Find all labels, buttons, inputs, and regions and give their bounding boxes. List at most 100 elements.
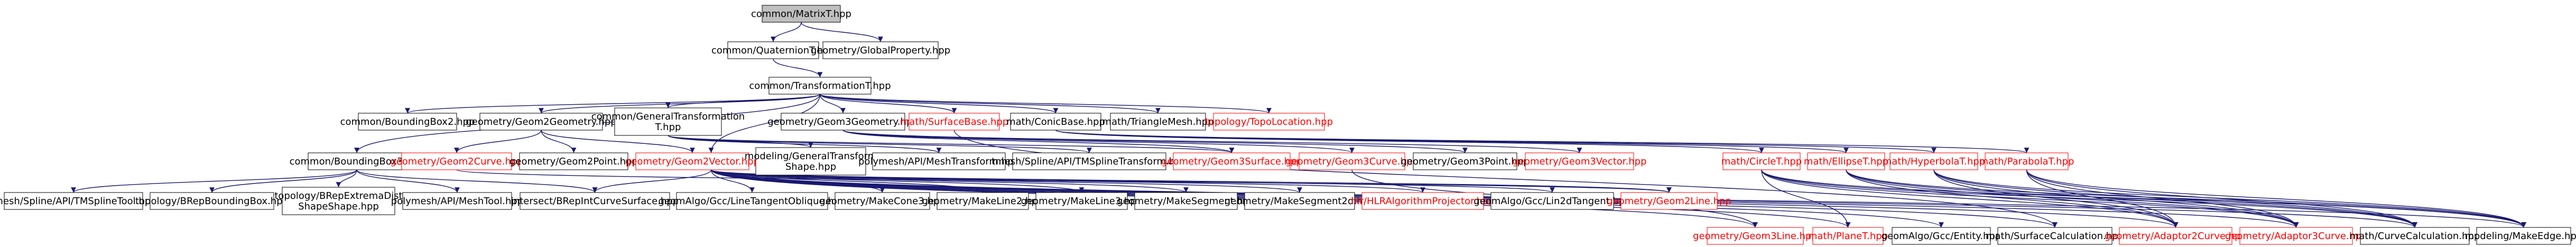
edge-transformationT-to-conicBase <box>819 94 1059 114</box>
edge-transformationT-to-surfaceBase <box>819 94 957 114</box>
edge-matrixT-to-globalProperty <box>801 22 883 42</box>
node-geom2Vector[interactable]: geometry/Geom2Vector.hpp <box>625 152 759 170</box>
node-geom3Point[interactable]: geometry/Geom3Point.hpp <box>1401 152 1530 170</box>
node-box <box>1299 152 1405 170</box>
edge-conicBase-to-parabolaT <box>1055 130 2029 153</box>
node-circleT[interactable]: math/CircleT.hpp <box>1721 152 1802 170</box>
node-quaternionT[interactable]: common/QuaternionT.hpp <box>711 41 835 59</box>
node-globalProperty[interactable]: geometry/GlobalProperty.hpp <box>811 41 950 59</box>
node-box <box>1244 192 1355 210</box>
node-box <box>1707 227 1804 245</box>
node-box <box>1134 192 1238 210</box>
node-brepBoundingBox[interactable]: topology/BRepBoundingBox.hpp <box>135 192 289 210</box>
node-surfaceCalculation[interactable]: math/SurfaceCalculation.hpp <box>1986 227 2124 245</box>
node-geom3Line[interactable]: geometry/Geom3Line.hpp <box>1693 227 1818 245</box>
node-geom2Point[interactable]: geometry/Geom2Point.hpp <box>509 152 638 170</box>
node-geomAlgoGccEntity[interactable]: geomAlgo/Gcc/Entity.hpp <box>1882 227 2002 245</box>
node-geom2Line[interactable]: geometry/Geom2Line.hpp <box>1607 192 1731 210</box>
node-adaptor3Curve[interactable]: geometry/Adaptor3Curve.hpp <box>2225 227 2367 245</box>
node-makeLine3[interactable]: geometry/MakeLine3.hpp <box>1021 192 1143 210</box>
node-polymeshMeshTool[interactable]: polymesh/API/MeshTool.hpp <box>391 192 523 210</box>
node-ellipseT[interactable]: math/EllipseT.hpp <box>1804 152 1888 170</box>
node-label: geomAlgo/Gcc/Entity.hpp <box>1882 231 2002 242</box>
edge-lineT-to-intersectCurveSurface <box>592 169 712 193</box>
edge-matrixT-to-quaternionT <box>771 22 802 42</box>
node-box <box>1807 152 1885 170</box>
node-geom2Curve[interactable]: geometry/Geom2Curve.hpp <box>390 152 523 170</box>
edge-boundingBox3-to-brepBoundingBox <box>209 169 357 193</box>
node-box <box>402 192 512 210</box>
node-label: polymesh/API/MeshTool.hpp <box>391 196 523 207</box>
node-box <box>872 152 1006 170</box>
node-label: math/SurfaceCalculation.hpp <box>1986 231 2124 242</box>
edge-boundingBox3-to-brepExtremaDist <box>336 169 357 188</box>
node-label: T.hpp <box>655 122 681 133</box>
node-boundingBox2[interactable]: common/BoundingBox2.hpp <box>340 113 475 131</box>
node-box <box>2476 227 2571 245</box>
node-polymeshMeshTransform[interactable]: polymesh/API/MeshTransform.hpp <box>858 152 1020 170</box>
edge-lineT-to-makeLine3 <box>710 169 1085 193</box>
node-box <box>676 192 828 210</box>
edge-ellipseT-to-makeEdge <box>1846 169 2526 228</box>
node-makeCone3[interactable]: geometry/MakeCone3.hpp <box>819 192 946 210</box>
node-geom3Curve[interactable]: geometry/Geom3Curve.hpp <box>1285 152 1419 170</box>
node-tmeshSplineTool[interactable]: tmesh/Spline/API/TMSplineTool.hpp <box>0 192 157 210</box>
node-geomAlgoLin2dTangent[interactable]: geomAlgo/Gcc/Lin2dTangent.hpp <box>1474 192 1631 210</box>
node-box <box>762 5 841 23</box>
node-box <box>781 113 905 131</box>
node-transformationT[interactable]: common/TransformationT.hpp <box>749 77 891 95</box>
edge-geom2Geometry-to-geom2Point <box>541 130 577 153</box>
node-box <box>909 113 1000 131</box>
edge-ellipseT-to-adaptor3Curve <box>1846 169 2299 228</box>
node-tmeshSplineTransform[interactable]: tmesh/Spline/API/TMSplineTransform.hpp <box>992 152 1187 170</box>
node-box <box>727 41 819 59</box>
node-geomAlgoLineTangentOblique[interactable]: geomAlgo/Gcc/LineTangentOblique.hpp <box>658 192 846 210</box>
node-makeSegment2d[interactable]: geometry/MakeSegment2d.hpp <box>1225 192 1375 210</box>
edge-parabolaT-to-adaptor2Curve <box>2026 169 2179 228</box>
node-label: geometry/Geom3Surface.hpp <box>1161 156 1302 167</box>
node-intersectCurveSurface[interactable]: intersect/BRepIntCurveSurface.hpp <box>511 192 679 210</box>
node-geom2Geometry[interactable]: geometry/Geom2Geometry.hpp <box>466 113 617 131</box>
node-geom3Surface[interactable]: geometry/Geom3Surface.hpp <box>1161 152 1302 170</box>
node-parabolaT[interactable]: math/ParabolaT.hpp <box>1979 152 2074 170</box>
edge-transformationT-to-lineT <box>708 94 821 153</box>
node-adaptor2Curve[interactable]: geometry/Adaptor2Curve.hpp <box>2105 227 2247 245</box>
node-label: common/BoundingBox2.hpp <box>340 116 475 127</box>
node-label: geometry/Geom3Point.hpp <box>1401 156 1530 167</box>
edge-geom2Geometry-to-geom2Curve <box>454 130 542 153</box>
node-box <box>282 187 395 215</box>
node-label: tmesh/Spline/API/TMSplineTransform.hpp <box>992 156 1187 167</box>
node-planeT[interactable]: math/PlaneT.hpp <box>1808 227 1888 245</box>
node-makeEdge[interactable]: modeling/MakeEdge.hpp <box>2465 227 2576 245</box>
node-conicBase[interactable]: math/ConicBase.hpp <box>1006 113 1105 131</box>
edge-boundingBox3-to-tmeshSplineTool <box>71 169 357 193</box>
node-label: geometry/Geom2Geometry.hpp <box>466 116 617 127</box>
node-hlrAlgorithmProjector[interactable]: hlr/HLRAlgorithmProjector.hpp <box>1351 192 1495 210</box>
node-label: intersect/BRepIntCurveSurface.hpp <box>511 196 679 207</box>
node-geom3Vector[interactable]: geometry/Geom3Vector.hpp <box>1512 152 1647 170</box>
edge-transformationT-to-geom3Geometry <box>819 94 846 114</box>
node-boundingBox3[interactable]: common/BoundingBox3.hpp <box>290 152 424 170</box>
node-topoLocation[interactable]: topology/TopoLocation.hpp <box>1205 113 1333 131</box>
edge-lineT-to-makeSegment <box>710 169 1189 193</box>
node-triangleMesh[interactable]: math/TriangleMesh.hpp <box>1102 113 1214 131</box>
edge-ellipseT-to-curveCalculation <box>1846 169 2417 228</box>
node-hyperbolaT[interactable]: math/HyperbolaT.hpp <box>1883 152 1986 170</box>
node-box <box>755 147 866 176</box>
node-label: geometry/Geom3Vector.hpp <box>1512 156 1646 167</box>
node-geom3Geometry[interactable]: geometry/Geom3Geometry.hpp <box>767 113 919 131</box>
node-surfaceBase[interactable]: math/SurfaceBase.hpp <box>900 113 1008 131</box>
node-box <box>1035 192 1128 210</box>
node-box <box>1722 152 1801 170</box>
node-label: math/PlaneT.hpp <box>1808 231 1888 242</box>
edge-generalTransformationT-to-geom3Surface <box>668 135 1234 153</box>
node-makeLine2[interactable]: geometry/MakeLine2.hpp <box>922 192 1044 210</box>
node-makeSegment[interactable]: geometry/MakeSegment.hpp <box>1117 192 1255 210</box>
node-curveCalculation[interactable]: math/CurveCalculation.hpp <box>2350 227 2480 245</box>
node-label: geometry/MakeLine3.hpp <box>1021 196 1143 207</box>
node-label: math/CircleT.hpp <box>1721 156 1802 167</box>
